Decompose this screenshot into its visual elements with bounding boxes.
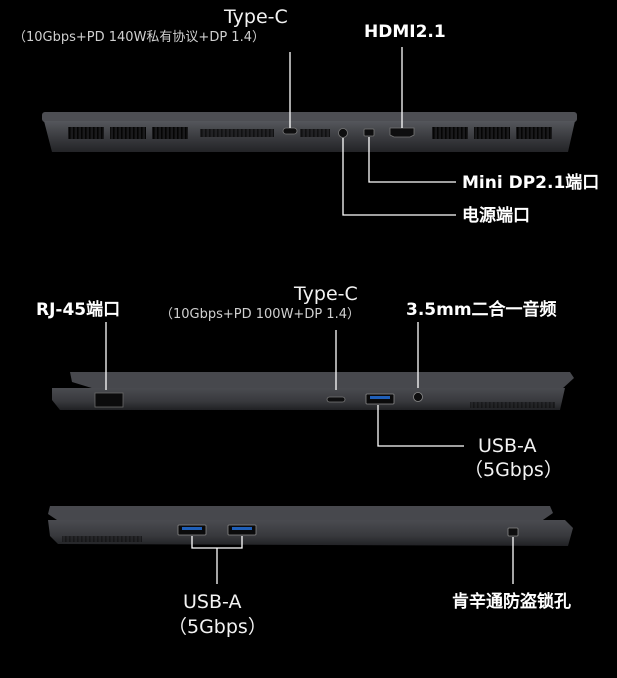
left-usba-speed: （5Gbps） (464, 459, 563, 481)
rear-hdmi-port (389, 127, 415, 138)
rear-typec-port (282, 127, 298, 135)
rear-typec-title: Type-C (224, 6, 288, 28)
right-lock-label: 肯辛通防盗锁孔 (452, 592, 571, 612)
rear-minidp-port (363, 128, 375, 137)
left-usba-blue-tab (370, 396, 390, 399)
rear-vent-left-1 (68, 127, 104, 139)
left-side-laptop (52, 372, 574, 410)
rear-leader-lines (289, 47, 456, 216)
right-lid (48, 506, 553, 522)
rear-power-port (338, 128, 348, 138)
right-usba-blue-tab-1 (182, 527, 202, 530)
rear-vent-right-2 (474, 127, 510, 139)
left-audio-jack (413, 392, 423, 402)
left-rj45-port (94, 392, 124, 408)
right-usba-title: USB-A (183, 591, 242, 613)
rear-minidp-label: Mini DP2.1端口 (462, 173, 600, 193)
left-lid (70, 372, 574, 389)
left-leader-lines (105, 322, 464, 447)
rear-vent-left-3 (152, 127, 188, 139)
right-side-laptop (48, 506, 573, 546)
rear-grill-mid (300, 129, 330, 137)
right-vent (62, 536, 142, 542)
left-vent (470, 402, 555, 408)
right-kensington-slot (507, 527, 519, 537)
leader-rear-power (342, 138, 456, 216)
rear-lid-edge (42, 112, 577, 122)
left-typec-title: Type-C (294, 283, 358, 305)
left-rj45-label: RJ-45端口 (36, 300, 121, 320)
right-chassis (48, 520, 573, 546)
rear-hdmi-label: HDMI2.1 (364, 22, 446, 42)
rear-view-laptop (42, 112, 577, 152)
rear-vent-right-3 (516, 127, 552, 139)
rear-power-label: 电源端口 (462, 206, 530, 226)
leader-left-usba (377, 405, 464, 447)
rear-typec-spec: （10Gbps+PD 140W私有协议+DP 1.4） (13, 30, 265, 45)
left-chassis (52, 388, 565, 410)
left-typec-spec: （10Gbps+PD 100W+DP 1.4） (160, 307, 360, 322)
right-usba-speed: （5Gbps） (168, 616, 267, 638)
left-audio-label: 3.5mm二合一音频 (406, 300, 557, 320)
left-usba-title: USB-A (478, 435, 537, 457)
rear-vent-left-2 (110, 127, 146, 139)
right-usba-blue-tab-2 (232, 527, 252, 530)
right-leader-lines (191, 536, 514, 584)
rear-grill-left (200, 129, 274, 137)
left-typec-port (326, 396, 346, 403)
rear-vent-right-1 (432, 127, 468, 139)
leader-rear-minidp (368, 137, 456, 183)
